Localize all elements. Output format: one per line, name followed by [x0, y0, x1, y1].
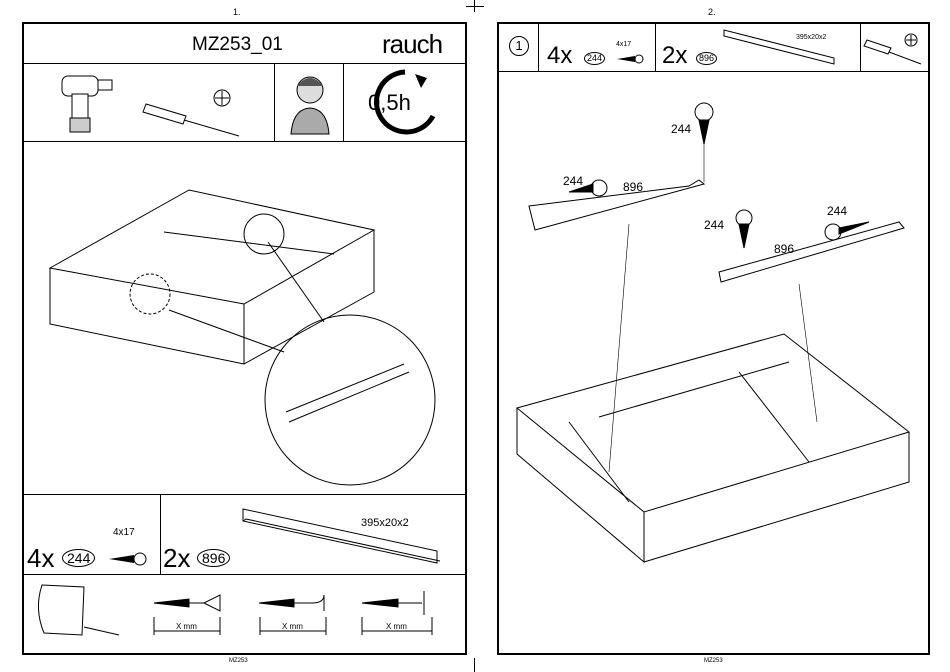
screw-icon	[824, 221, 870, 241]
screwdriver-icon	[863, 33, 922, 65]
screw-icon	[735, 209, 753, 249]
raised-head-screw-icon	[258, 594, 327, 635]
title-row: MZ253_01 rauch	[24, 24, 465, 64]
part-number: 244	[62, 549, 96, 567]
assembler-cell	[274, 64, 344, 142]
screw-icon	[694, 102, 714, 145]
bar-896-right	[718, 221, 905, 283]
countersunk-screw-icon	[153, 594, 221, 635]
washer-head-screw-icon	[361, 591, 433, 635]
fold-mark-top-h	[466, 6, 484, 7]
size-label: 4x17	[113, 527, 135, 538]
step-cell: 1	[499, 24, 539, 72]
part-label: 896	[623, 180, 644, 194]
part-screw-244: 4x17 4x 244	[24, 495, 161, 575]
part-label: 896	[774, 242, 795, 256]
part-number: 896	[696, 52, 718, 65]
screw-icon	[617, 54, 644, 64]
part-number: 896	[197, 549, 231, 567]
screw-legend-row: X mm X mm X mm	[24, 575, 465, 653]
assembly-drawing	[515, 102, 911, 564]
quantity: 2x	[662, 42, 688, 69]
part-screw-244: 4x17 4x 244	[539, 24, 656, 72]
step-header: 1 4x17 4x 244 395x20x2 2x 896	[499, 24, 928, 72]
fold-mark-bottom	[474, 658, 475, 672]
footer-code: MZ253	[704, 658, 723, 664]
length-label: X mm	[386, 622, 407, 631]
size-label: 395x20x2	[796, 34, 827, 41]
part-label: 244	[671, 122, 692, 136]
length-label: X mm	[282, 622, 303, 631]
part-label: 244	[827, 204, 848, 218]
quantity: 4x	[27, 543, 55, 573]
tools-drawing	[61, 75, 240, 137]
size-label: 395x20x2	[361, 517, 409, 529]
part-bar-896: 395x20x2 2x 896	[161, 495, 465, 575]
parts-row: 4x17 4x 244 395x20x2 2x 896	[24, 495, 465, 575]
overview-drawing	[24, 142, 465, 495]
screwdriver-icon	[142, 103, 240, 137]
time-estimate: 0,5h	[368, 90, 411, 115]
bar-896-left	[528, 179, 706, 231]
drill-icon	[61, 75, 113, 133]
bed-frame	[515, 333, 911, 513]
page-1: MZ253_01 rauch 0,5h 4x17 4x 244 395x20x2	[22, 22, 467, 655]
cam-connector-icon	[38, 584, 120, 636]
part-bar-896: 395x20x2 2x 896	[656, 24, 861, 72]
part-label: 244	[563, 174, 584, 188]
brand-logo: rauch	[382, 29, 443, 59]
metal-bar-icon	[723, 29, 835, 65]
tools-row: 0,5h	[24, 64, 465, 142]
length-label: X mm	[176, 622, 197, 631]
page-number: 2.	[708, 7, 716, 17]
screw-icon	[568, 179, 608, 197]
screw-types-drawing	[38, 584, 433, 636]
bed-frame-drawing	[48, 189, 436, 486]
quantity: 2x	[163, 543, 191, 573]
page-title: MZ253_01	[192, 34, 283, 55]
part-label: 244	[704, 218, 725, 232]
size-label: 4x17	[616, 41, 632, 48]
person-icon	[290, 76, 330, 135]
part-number: 244	[584, 52, 606, 65]
footer-code: MZ253	[229, 658, 248, 664]
page-2: 1 4x17 4x 244 395x20x2 2x 896 244 244 89…	[497, 22, 930, 655]
step-number: 1	[509, 36, 529, 56]
screw-icon	[109, 552, 147, 566]
metal-bar-icon	[242, 508, 441, 564]
phillips-icon	[213, 89, 231, 107]
quantity: 4x	[547, 42, 573, 69]
clock-icon	[374, 69, 436, 135]
page-number: 1.	[233, 7, 241, 17]
